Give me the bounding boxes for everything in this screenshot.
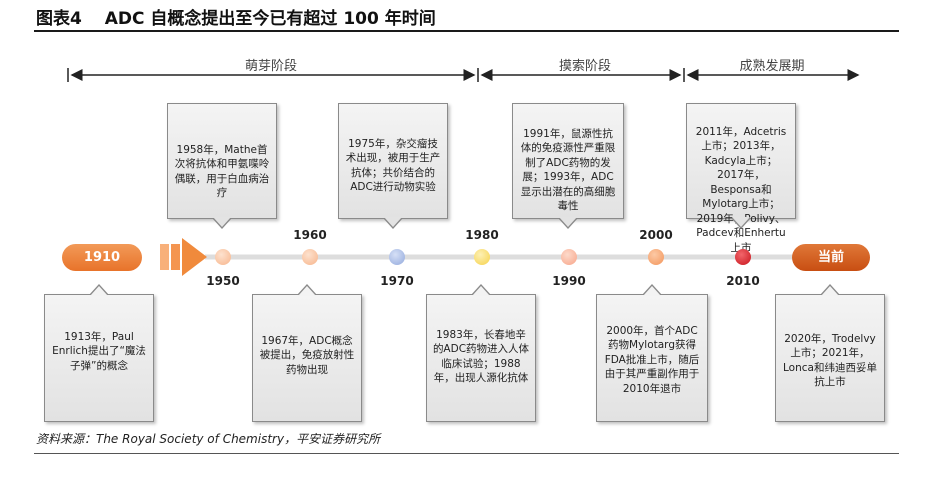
callout-tail: [297, 284, 317, 296]
event-1975-text: 1975年，杂交瘤技术出现，被用于生产抗体；共价结合的ADC进行动物实验: [345, 137, 441, 194]
year-1960: 1960: [293, 228, 327, 242]
event-2020: 2020年，Trodelvy上市；2021年，Lonca和纬迪西妥单抗上市: [775, 284, 885, 422]
title-rule: [34, 30, 899, 32]
phase-label-2: 摸索阶段: [558, 59, 611, 74]
event-1958-text: 1958年，Mathe首次将抗体和甲氨喋呤偶联，用于白血病治疗: [174, 143, 270, 200]
timeline-start-arrow: [160, 238, 207, 276]
callout-tail: [820, 284, 840, 296]
callout-tail: [642, 284, 662, 296]
chart-title: 图表4 ADC 自概念提出至今已有超过 100 年时间: [36, 9, 436, 29]
year-1990: 1990: [552, 274, 586, 288]
year-2010: 2010: [726, 274, 760, 288]
year-1980: 1980: [465, 228, 499, 242]
dot-1980: [474, 249, 490, 265]
callout-tail: [383, 217, 403, 229]
event-1991: 1991年，鼠源性抗体的免疫源性严重限制了ADC药物的发展；1993年，ADC显…: [512, 103, 624, 229]
phase-label-1: 萌芽阶段: [244, 59, 297, 74]
event-1967-text: 1967年，ADC概念被提出，免疫放射性药物出现: [259, 334, 355, 376]
dot-2010: [735, 249, 751, 265]
timeline-end-pill: 当前: [792, 244, 870, 271]
dot-1960: [302, 249, 318, 265]
event-2000: 2000年，首个ADC药物Mylotarg获得FDA批准上市，随后由于其严重副作…: [596, 284, 708, 422]
dot-2000: [648, 249, 664, 265]
event-1967: 1967年，ADC概念被提出，免疫放射性药物出现: [252, 284, 362, 422]
dot-1950: [215, 249, 231, 265]
event-1983-text: 1983年，长春地辛的ADC药物进入人体临床试验；1988年，出现人源化抗体: [432, 328, 530, 385]
event-1913: 1913年，Paul Enrlich提出了“魔法子弹”的概念: [44, 284, 154, 422]
event-1991-text: 1991年，鼠源性抗体的免疫源性严重限制了ADC药物的发展；1993年，ADC显…: [520, 127, 616, 213]
event-1913-text: 1913年，Paul Enrlich提出了“魔法子弹”的概念: [52, 330, 146, 372]
callout-tail: [471, 284, 491, 296]
year-1950: 1950: [206, 274, 240, 288]
source-note: 资料来源：The Royal Society of Chemistry，平安证券…: [36, 432, 381, 446]
dot-1970: [389, 249, 405, 265]
event-2000-text: 2000年，首个ADC药物Mylotarg获得FDA批准上市，随后由于其严重副作…: [604, 324, 700, 395]
callout-tail: [731, 217, 751, 229]
callout-tail: [212, 217, 232, 229]
event-2020-text: 2020年，Trodelvy上市；2021年，Lonca和纬迪西妥单抗上市: [783, 332, 877, 389]
phase-label-3: 成熟发展期: [739, 59, 805, 74]
event-1975: 1975年，杂交瘤技术出现，被用于生产抗体；共价结合的ADC进行动物实验: [338, 103, 448, 229]
bottom-rule: [34, 453, 899, 454]
event-2011: 2011年，Adcetris上市；2013年，Kadcyla上市；2017年，B…: [686, 103, 796, 254]
callout-tail: [558, 217, 578, 229]
event-2011-text: 2011年，Adcetris上市；2013年，Kadcyla上市；2017年，B…: [695, 125, 787, 254]
event-1983: 1983年，长春地辛的ADC药物进入人体临床试验；1988年，出现人源化抗体: [426, 284, 536, 422]
year-2000: 2000: [639, 228, 673, 242]
timeline-start-pill: 1910: [62, 244, 142, 271]
event-1958: 1958年，Mathe首次将抗体和甲氨喋呤偶联，用于白血病治疗: [167, 103, 277, 229]
phase-2-arrow: [480, 68, 685, 82]
year-1970: 1970: [380, 274, 414, 288]
dot-1990: [561, 249, 577, 265]
callout-tail: [89, 284, 109, 296]
phase-1-arrow: [67, 68, 479, 82]
